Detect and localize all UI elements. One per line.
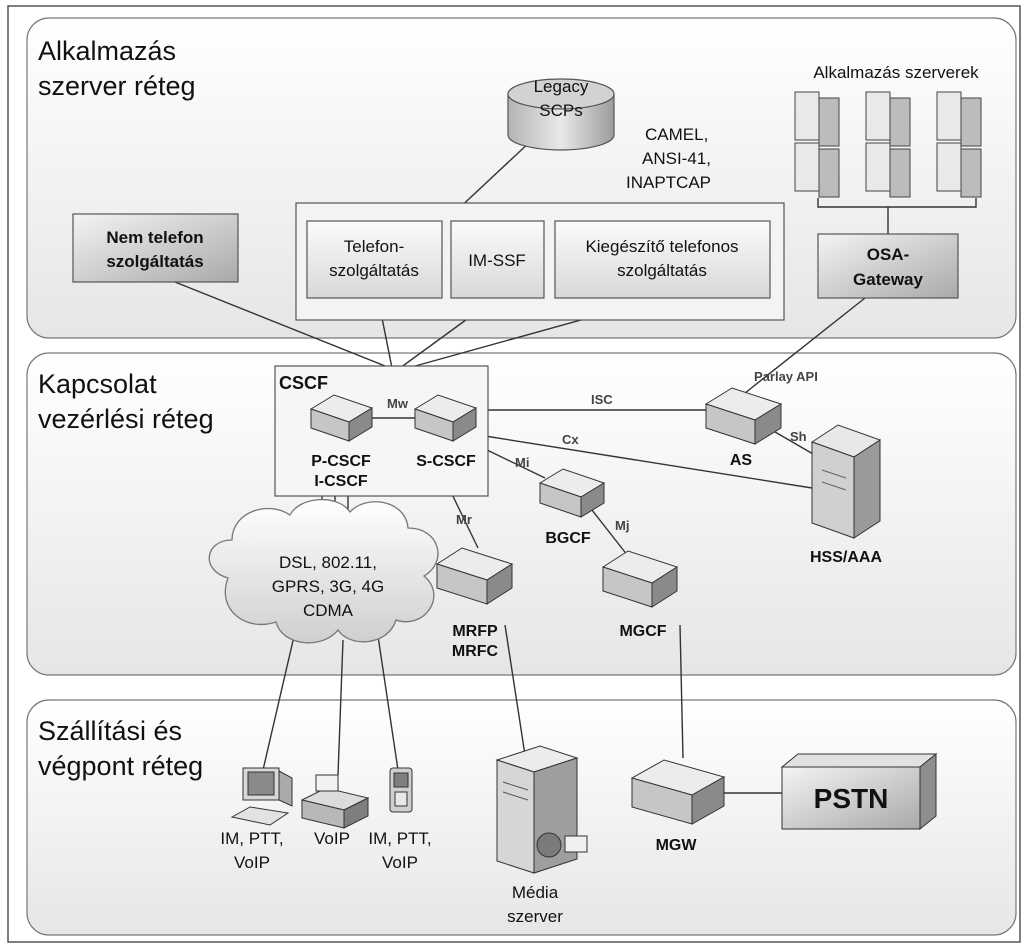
hss-server (810, 424, 882, 539)
non-telephony-label-2: szolgáltatás (106, 252, 203, 271)
media-server-label-1: Média (512, 883, 559, 902)
parlay-api-label: Parlay API (754, 369, 818, 384)
telephony-label-1: Telefon- (344, 237, 404, 256)
mrfp-label: MRFP (452, 623, 498, 640)
as-node (704, 387, 783, 445)
s-cscf-label: S-CSCF (416, 453, 476, 470)
pstn-box: PSTN (780, 752, 938, 831)
hss-label: HSS/AAA (810, 549, 882, 566)
cloud-to-pc-line (262, 631, 296, 771)
app-server-cluster-3 (936, 91, 982, 198)
osa-gateway-label-2: Gateway (853, 270, 923, 289)
mgw-node (630, 759, 726, 825)
non-telephony-box (72, 213, 239, 283)
app-server-cluster-2 (865, 91, 911, 198)
fax-label: VoIP (314, 829, 350, 848)
sh-interface-label: Sh (790, 429, 807, 444)
mi-line (484, 448, 546, 479)
p-cscf-node (309, 394, 374, 442)
application-layer-title-1: Alkalmazás (38, 36, 176, 66)
mi-interface-label: Mi (515, 455, 529, 470)
mgcf-node (601, 550, 679, 608)
mj-interface-label: Mj (615, 518, 629, 533)
legacy-scp-label-2: SCPs (539, 101, 582, 120)
osa-gateway-label-1: OSA- (867, 245, 910, 264)
cloud-label-2: GPRS, 3G, 4G (272, 577, 384, 596)
im-ssf-box (450, 220, 545, 299)
mgw-label: MGW (656, 837, 698, 854)
im-ssf-label: IM-SSF (468, 251, 526, 270)
cloud-to-phone-line (377, 635, 399, 771)
protocols-label-3: INAPTCAP (626, 173, 711, 192)
mobile-phone-icon (389, 767, 413, 813)
pc-terminal-icon (230, 767, 293, 826)
telephony-label-2: szolgáltatás (329, 261, 419, 280)
protocols-label-1: CAMEL, (645, 125, 708, 144)
legacy-scp-database: Legacy SCPs (507, 77, 615, 151)
pc-label-1: IM, PTT, (220, 829, 283, 848)
media-server-icon (495, 745, 588, 874)
application-layer-title-2: szerver réteg (38, 71, 196, 101)
globe-icon (536, 832, 562, 858)
cx-interface-label: Cx (562, 432, 579, 447)
i-cscf-label: I-CSCF (314, 473, 368, 490)
bgcf-node (538, 468, 606, 518)
phone-label-2: VoIP (382, 853, 418, 872)
cloud-label-1: DSL, 802.11, (279, 553, 377, 572)
mj-line (587, 504, 629, 557)
osa-gateway-box (817, 233, 959, 299)
s-cscf-node (413, 394, 478, 442)
mgcf-to-mgw-line (679, 624, 684, 759)
media-server-label-2: szerver (507, 907, 563, 926)
cscf-label: CSCF (279, 373, 328, 393)
legacy-scp-label-1: Legacy (534, 77, 589, 96)
telephony-service-box (306, 220, 443, 299)
cx-line (484, 435, 813, 489)
cloud-label-3: CDMA (303, 601, 354, 620)
app-servers-bus (817, 198, 977, 208)
control-layer-title-1: Kapcsolat (38, 369, 157, 399)
app-server-cluster-1 (794, 91, 840, 198)
transport-layer-title-2: végpont réteg (38, 751, 203, 781)
supplementary-service-box (554, 220, 771, 299)
mrfc-to-media-line (504, 624, 526, 756)
protocols-label-2: ANSI-41, (642, 149, 711, 168)
p-cscf-label: P-CSCF (311, 453, 371, 470)
mgcf-label: MGCF (619, 623, 666, 640)
mrfc-label: MRFC (452, 643, 499, 660)
control-layer-title-2: vezérlési réteg (38, 404, 214, 434)
osa-to-as-line (739, 297, 866, 398)
bgcf-label: BGCF (545, 530, 591, 547)
fax-terminal-icon (300, 774, 370, 829)
mr-interface-label: Mr (456, 512, 472, 527)
pstn-label: PSTN (814, 783, 889, 814)
mrf-node (435, 547, 514, 605)
non-telephony-line (169, 279, 391, 369)
as-label: AS (730, 452, 753, 469)
phone-label-1: IM, PTT, (368, 829, 431, 848)
supplementary-label-2: szolgáltatás (617, 261, 707, 280)
pc-label-2: VoIP (234, 853, 270, 872)
app-servers-title: Alkalmazás szerverek (813, 63, 979, 82)
scp-to-imssf-line (454, 139, 533, 213)
access-network-cloud: DSL, 802.11, GPRS, 3G, 4G CDMA (208, 498, 439, 644)
film-icon (564, 835, 588, 853)
isc-interface-label: ISC (591, 392, 613, 407)
cloud-to-fax-line (337, 639, 344, 776)
transport-layer-title-1: Szállítási és (38, 716, 182, 746)
supplementary-label-1: Kiegészítő telefonos (585, 237, 738, 256)
mw-interface-label: Mw (387, 396, 409, 411)
non-telephony-label-1: Nem telefon (106, 228, 203, 247)
